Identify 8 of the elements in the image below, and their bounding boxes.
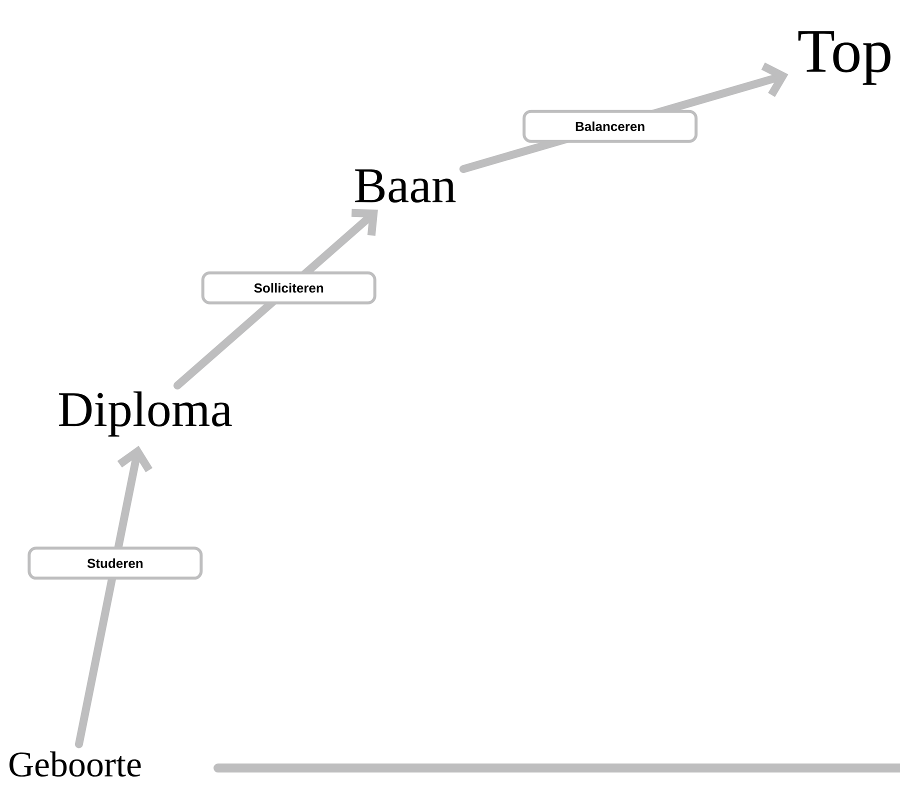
arrow (74, 446, 152, 748)
stage-label: Top (798, 31, 890, 85)
stage-label: Diploma (58, 391, 232, 437)
stage-label: Geboorte (10, 751, 141, 777)
edge-label: Solliciteren (254, 283, 324, 293)
edge-label: Balanceren (576, 122, 644, 132)
edge-label: Studeren (87, 558, 143, 568)
stage-label: Baan (355, 169, 456, 203)
